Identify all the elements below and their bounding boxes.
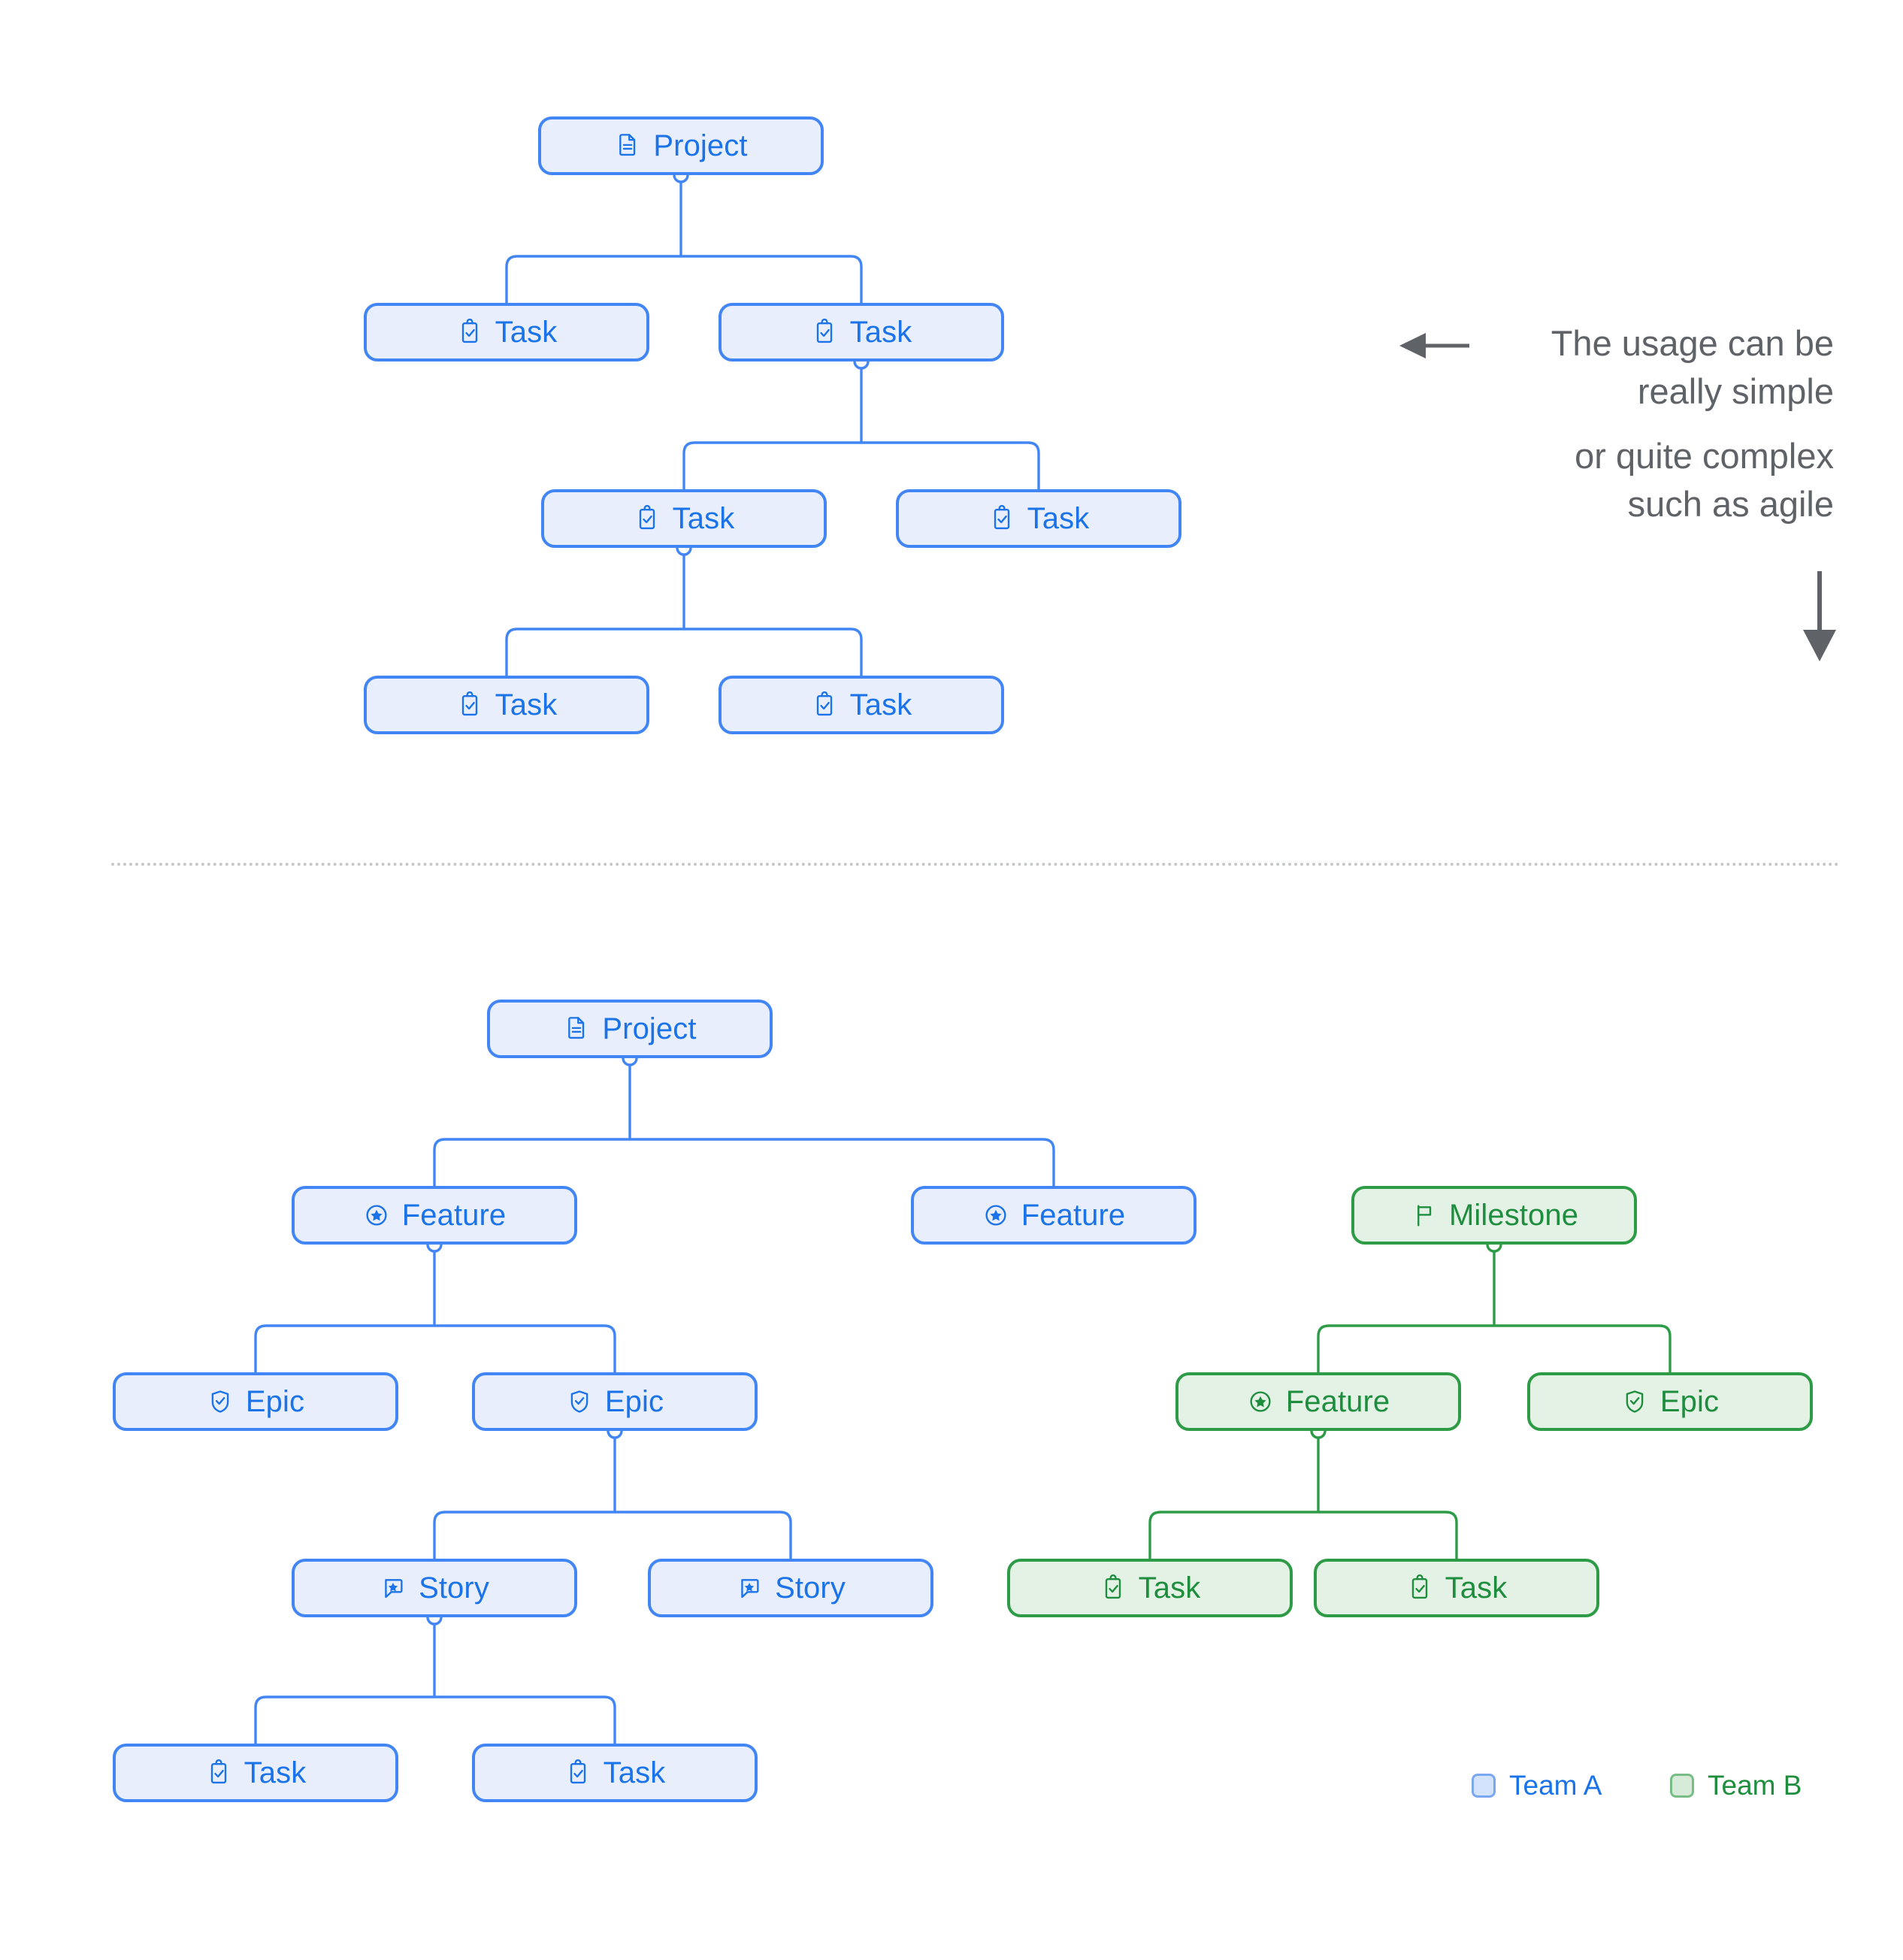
task-icon xyxy=(634,505,661,532)
connector-s-task-3 xyxy=(505,540,863,676)
section-divider xyxy=(111,863,1840,866)
node-label: Feature xyxy=(401,1199,507,1232)
node-task[interactable]: Task xyxy=(113,1744,398,1802)
task-icon xyxy=(564,1759,591,1786)
node-label: Task xyxy=(849,688,912,721)
task-icon xyxy=(1406,1574,1433,1602)
node-label: Milestone xyxy=(1448,1199,1579,1232)
connector-s-project xyxy=(505,167,863,303)
node-task[interactable]: Task xyxy=(896,489,1181,548)
node-milestone[interactable]: Milestone xyxy=(1351,1186,1637,1245)
node-label: Epic xyxy=(604,1385,664,1418)
legend-swatch-team-b xyxy=(1670,1774,1694,1798)
node-task[interactable]: Task xyxy=(1314,1559,1599,1617)
node-label: Task xyxy=(495,316,558,349)
node-feature[interactable]: Feature xyxy=(292,1186,577,1245)
node-label: Task xyxy=(1027,502,1090,535)
connector-a-feature-3 xyxy=(1148,1423,1458,1559)
node-label: Epic xyxy=(1659,1385,1720,1418)
document-icon xyxy=(614,132,641,159)
legend-team-b: Team B xyxy=(1670,1770,1802,1801)
node-label: Task xyxy=(1138,1571,1201,1605)
down-arrow-icon xyxy=(1803,571,1836,661)
node-label: Epic xyxy=(245,1385,305,1418)
feature-icon xyxy=(363,1202,390,1229)
annotation-line-3: or quite complex xyxy=(1575,435,1834,476)
node-label: Feature xyxy=(1021,1199,1126,1232)
task-icon xyxy=(811,691,838,718)
feature-icon xyxy=(1247,1388,1274,1415)
node-project[interactable]: Project xyxy=(538,116,824,175)
connector-a-epic-2 xyxy=(433,1423,792,1559)
connector-a-feature-1 xyxy=(254,1236,616,1372)
node-label: Task xyxy=(1445,1571,1508,1605)
node-task[interactable]: Task xyxy=(472,1744,758,1802)
node-task[interactable]: Task xyxy=(364,676,649,734)
left-arrow-icon xyxy=(1399,333,1469,358)
task-icon xyxy=(205,1759,232,1786)
task-icon xyxy=(456,319,483,346)
node-feature[interactable]: Feature xyxy=(1175,1372,1461,1431)
connector-a-story-1 xyxy=(254,1609,616,1744)
task-icon xyxy=(988,505,1015,532)
node-task[interactable]: Task xyxy=(719,303,1004,361)
epic-icon xyxy=(566,1388,593,1415)
legend-label-team-b: Team B xyxy=(1708,1770,1802,1801)
node-story[interactable]: Story xyxy=(648,1559,933,1617)
task-icon xyxy=(1100,1574,1127,1602)
node-label: Task xyxy=(244,1756,307,1789)
node-epic[interactable]: Epic xyxy=(472,1372,758,1431)
document-icon xyxy=(563,1015,590,1042)
legend-swatch-team-a xyxy=(1472,1774,1496,1798)
node-label: Story xyxy=(775,1571,846,1605)
legend-team-a: Team A xyxy=(1472,1770,1602,1801)
node-task[interactable]: Task xyxy=(719,676,1004,734)
annotation-line-4: such as agile xyxy=(1627,483,1834,524)
connector-a-project xyxy=(433,1050,1055,1186)
node-label: Task xyxy=(495,688,558,721)
legend-label-team-a: Team A xyxy=(1509,1770,1602,1801)
task-icon xyxy=(811,319,838,346)
story-icon xyxy=(380,1574,407,1602)
epic-icon xyxy=(1621,1388,1648,1415)
connector-s-task-2 xyxy=(682,353,1040,489)
node-feature[interactable]: Feature xyxy=(911,1186,1197,1245)
node-label: Task xyxy=(672,502,735,535)
node-task[interactable]: Task xyxy=(541,489,827,548)
node-epic[interactable]: Epic xyxy=(113,1372,398,1431)
story-icon xyxy=(736,1574,763,1602)
node-task[interactable]: Task xyxy=(1007,1559,1293,1617)
node-label: Project xyxy=(602,1012,697,1045)
node-label: Task xyxy=(849,316,912,349)
node-label: Story xyxy=(419,1571,489,1605)
connector-a-milestone xyxy=(1317,1236,1672,1372)
node-label: Task xyxy=(603,1756,666,1789)
epic-icon xyxy=(207,1388,234,1415)
annotation-line-1: The usage can be xyxy=(1551,323,1834,363)
node-task[interactable]: Task xyxy=(364,303,649,361)
task-icon xyxy=(456,691,483,718)
usage-annotation: The usage can be really simple or quite … xyxy=(1488,319,1834,528)
node-label: Feature xyxy=(1285,1385,1390,1418)
node-epic[interactable]: Epic xyxy=(1527,1372,1813,1431)
node-story[interactable]: Story xyxy=(292,1559,577,1617)
node-project[interactable]: Project xyxy=(487,1000,773,1058)
node-label: Project xyxy=(653,129,748,162)
feature-icon xyxy=(982,1202,1009,1229)
annotation-line-2: really simple xyxy=(1637,371,1834,411)
milestone-icon xyxy=(1410,1202,1437,1229)
